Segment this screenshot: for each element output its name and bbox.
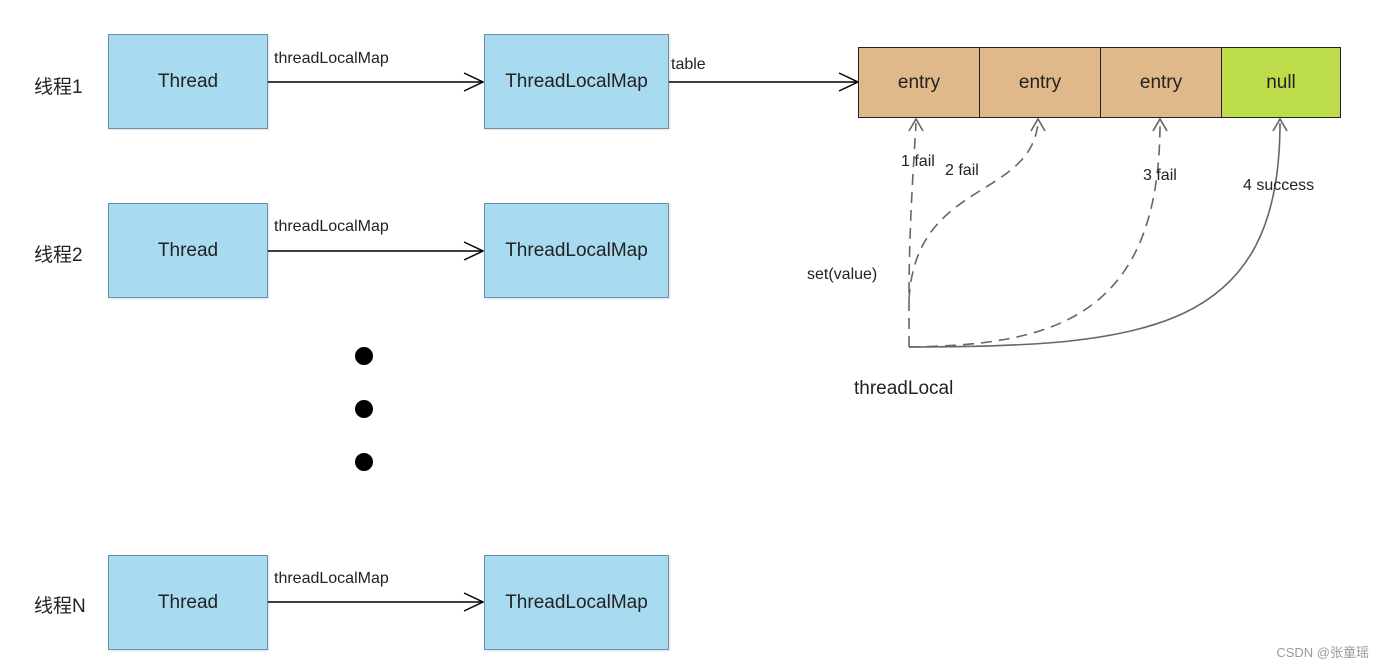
thread-box-n: Thread <box>108 555 268 650</box>
threadlocalmap-box-n: ThreadLocalMap <box>484 555 669 650</box>
table-cell-null: null <box>1221 47 1341 118</box>
table-cell-entry-1: entry <box>858 47 980 118</box>
thread-box-1: Thread <box>108 34 268 129</box>
set-value-label: set(value) <box>807 266 878 283</box>
attempt-3-curve <box>908 122 1161 348</box>
ellipsis-dot <box>355 347 373 365</box>
row-label-n: 线程N <box>34 596 86 617</box>
row-label-1: 线程1 <box>34 77 83 98</box>
arrow-thread-to-map-n <box>268 592 485 612</box>
table-cell-entry-3: entry <box>1100 47 1222 118</box>
attempt-3-arrowhead <box>1152 117 1168 132</box>
attempt-4-arrowhead <box>1272 117 1288 132</box>
edge-label-2: threadLocalMap <box>274 218 389 235</box>
attempt-label-3: 3 fail <box>1143 167 1177 184</box>
threadlocal-label: threadLocal <box>854 378 954 399</box>
table-cell-entry-2: entry <box>979 47 1101 118</box>
watermark: CSDN @张童瑶 <box>1276 645 1369 660</box>
edge-label-n: threadLocalMap <box>274 570 389 587</box>
arrow-thread-to-map-1 <box>268 72 485 92</box>
arrow-map-to-table <box>669 72 860 92</box>
edge-label-1: threadLocalMap <box>274 50 389 67</box>
arrow-thread-to-map-2 <box>268 241 485 261</box>
attempt-label-2: 2 fail <box>945 162 979 179</box>
ellipsis-dot <box>355 400 373 418</box>
thread-box-2: Thread <box>108 203 268 298</box>
attempt-2-curve <box>908 122 1039 301</box>
table-edge-label: table <box>671 56 706 73</box>
attempt-1-curve <box>908 122 917 347</box>
ellipsis-dot <box>355 453 373 471</box>
threadlocalmap-box-1: ThreadLocalMap <box>484 34 669 129</box>
attempt-1-arrowhead <box>908 117 924 132</box>
attempt-label-1: 1 fail <box>901 153 935 170</box>
attempt-4-curve <box>908 122 1281 348</box>
threadlocalmap-box-2: ThreadLocalMap <box>484 203 669 298</box>
attempt-label-4: 4 success <box>1243 177 1315 194</box>
row-label-2: 线程2 <box>34 245 83 266</box>
attempt-2-arrowhead <box>1030 117 1046 132</box>
